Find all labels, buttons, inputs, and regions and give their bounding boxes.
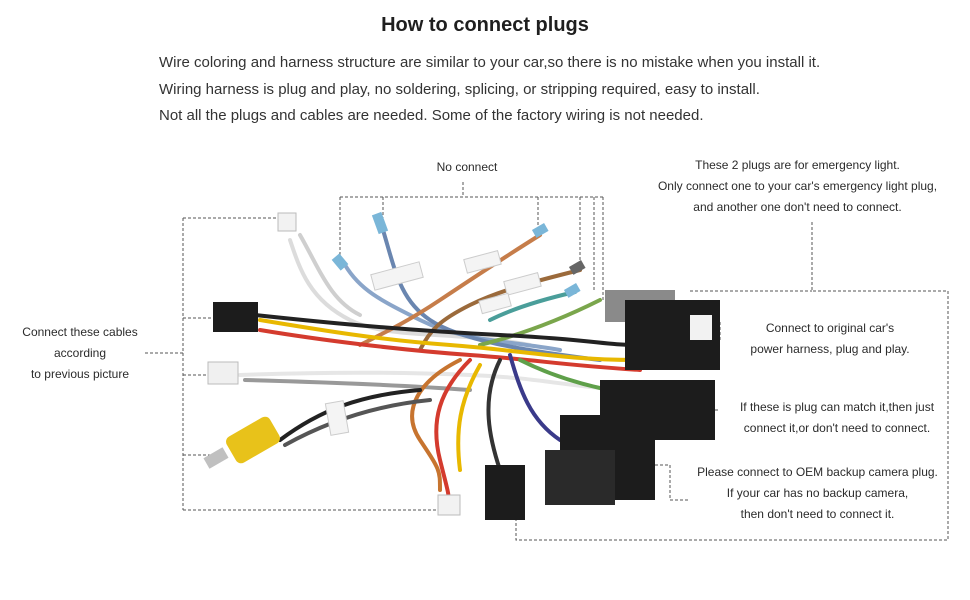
note-line: Please connect to OEM backup camera plug… (697, 465, 938, 479)
intro-text: Wire coloring and harness structure are … (159, 50, 820, 130)
small-white-connector (277, 212, 297, 232)
rca-connector (203, 416, 280, 469)
emergency-light-note: These 2 plugs are for emergency light. O… (640, 155, 955, 218)
note-line: Connect to original car's (765, 321, 895, 335)
note-line: to previous picture (30, 367, 130, 381)
small-white-connector (207, 361, 239, 385)
wire-bundle (238, 228, 642, 502)
match-plug-note: If these is plug can match it,then just … (722, 397, 952, 439)
intro-line: Wire coloring and harness structure are … (159, 54, 821, 71)
note-line: If these is plug can match it,then just (739, 400, 935, 414)
cables-note: Connect these cables according to previo… (10, 322, 150, 385)
note-line: then don't need to connect it. (740, 507, 895, 521)
note-line: Connect these cables (22, 325, 138, 339)
iso-plug (213, 302, 258, 332)
note-line: and another one don't need to connect. (693, 200, 902, 214)
note-line: No connect (436, 160, 498, 174)
connectors (203, 211, 720, 520)
note-line: These 2 plugs are for emergency light. (695, 158, 900, 172)
intro-line: Not all the plugs and cables are needed.… (159, 107, 704, 124)
power-harness-note: Connect to original car's power harness,… (735, 318, 925, 360)
note-line: If your car has no backup camera, (726, 486, 909, 500)
small-white-connector (437, 494, 461, 516)
note-line: according (53, 346, 107, 360)
iso-plug (485, 465, 525, 520)
note-line: power harness, plug and play. (750, 342, 910, 356)
page-title: How to connect plugs (381, 14, 589, 36)
note-line: connect it,or don't need to connect. (743, 421, 931, 435)
note-line: Only connect one to your car's emergency… (657, 179, 938, 193)
intro-line: Wiring harness is plug and play, no sold… (159, 80, 760, 98)
no-connect-note: No connect (412, 157, 522, 178)
camera-note: Please connect to OEM backup camera plug… (685, 462, 950, 525)
